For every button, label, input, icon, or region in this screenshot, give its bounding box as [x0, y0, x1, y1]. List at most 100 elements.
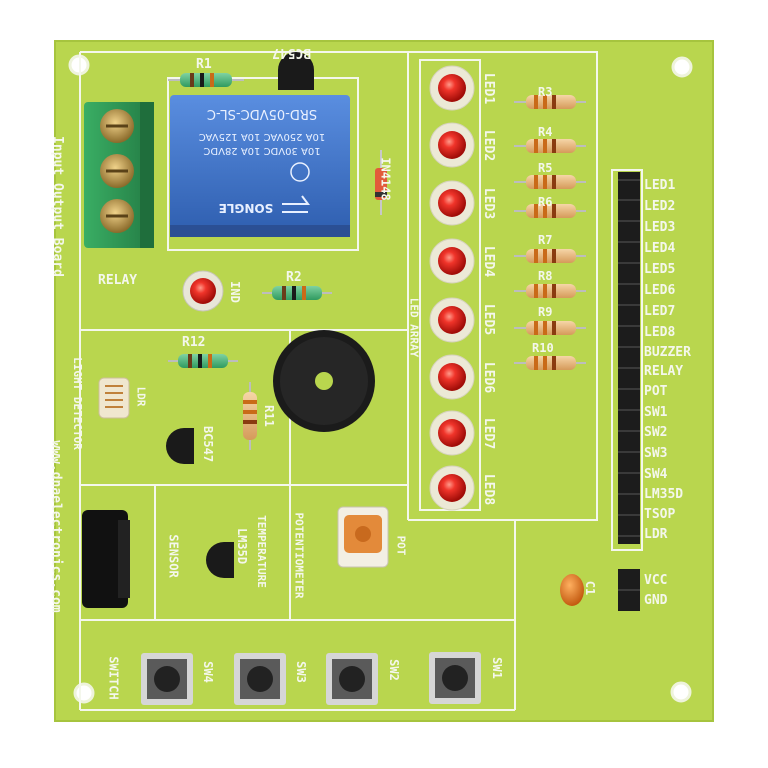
- label-r3: R3: [538, 85, 553, 99]
- label-r1: R1: [196, 57, 212, 72]
- header-label-ldr: LDR: [644, 527, 668, 542]
- header-label-pot: POT: [644, 384, 668, 399]
- header-label-led5: LED5: [644, 262, 676, 277]
- label-r11: R11: [261, 405, 276, 427]
- label-sw1: SW1: [489, 657, 504, 679]
- label-relay: RELAY: [98, 273, 138, 288]
- relay-indicator-led: [182, 270, 224, 312]
- relay-transistor: [278, 52, 314, 90]
- led-1: [429, 65, 475, 111]
- relay-rating-text-1: 10A 250VAC 10A 125VAC: [199, 131, 326, 142]
- diode: [375, 150, 387, 215]
- header-label-sw2: SW2: [644, 425, 668, 440]
- label-lm35d: LM35D: [235, 527, 250, 565]
- header-label-sw1: SW1: [644, 405, 668, 420]
- label-ind: IND: [227, 281, 242, 303]
- led-8: [429, 465, 475, 511]
- label-sensor: SENSOR: [166, 534, 181, 578]
- label-r7: R7: [538, 233, 553, 247]
- header-label-led6: LED6: [644, 283, 676, 298]
- resistor-r5: [514, 175, 586, 189]
- resistor-r8: [514, 284, 586, 298]
- label-c1: C1: [583, 580, 598, 596]
- ldr-transistor: [166, 428, 194, 464]
- header-label-relay: RELAY: [644, 364, 684, 379]
- relay-brand-text: SONGLE: [219, 201, 274, 215]
- board-website: www.dnaelectronics.com: [48, 440, 64, 613]
- ldr-sensor: [98, 377, 130, 419]
- power-header: [618, 569, 640, 611]
- label-r2: R2: [286, 270, 302, 285]
- header-label-led4: LED4: [644, 241, 676, 256]
- label-bc547-ldr: BC547: [201, 425, 216, 463]
- label-pot: POT: [394, 535, 408, 556]
- label-led6: LED6: [481, 361, 497, 394]
- label-led5: LED5: [481, 303, 497, 336]
- resistor-r9: [514, 321, 586, 335]
- label-potentiometer: POTENTIOMETER: [292, 512, 306, 599]
- resistor-r1: [168, 73, 244, 87]
- capacitor-c1: [560, 574, 584, 606]
- switch-sw2: [326, 653, 378, 705]
- relay-module: SRD-05VDC-SL-C 10A 250VAC 10A 125VAC 10A…: [170, 95, 350, 237]
- label-r4: R4: [538, 125, 553, 139]
- header-label-sw3: SW3: [644, 446, 668, 461]
- led-resistors: [514, 95, 586, 370]
- label-r10: R10: [532, 341, 554, 355]
- lm35-sensor: [206, 542, 234, 578]
- resistor-r2: [262, 286, 332, 300]
- label-led1: LED1: [481, 72, 497, 105]
- header-label-sw4: SW4: [644, 467, 668, 482]
- resistor-r7: [514, 249, 586, 263]
- led-2: [429, 122, 475, 168]
- header-label-led1: LED1: [644, 178, 676, 193]
- signal-header: [618, 172, 640, 544]
- header-label-led3: LED3: [644, 220, 676, 235]
- header-label-lm35d: LM35D: [644, 487, 684, 502]
- relay-rating-text-2: 10A 30VDC 10A 28VDC: [203, 145, 320, 156]
- tactile-switches: [141, 652, 481, 705]
- label-in4148: IN4148: [378, 157, 393, 201]
- header-label-led2: LED2: [644, 199, 676, 214]
- header-label-led8: LED8: [644, 325, 676, 340]
- resistor-r4: [514, 139, 586, 153]
- header-label-gnd: GND: [644, 593, 668, 608]
- buzzer: [273, 330, 375, 432]
- switch-sw1: [429, 652, 481, 704]
- led-4: [429, 238, 475, 284]
- resistor-r12: [168, 354, 238, 368]
- header-label-vcc: VCC: [644, 573, 668, 588]
- label-bc547-relay: BC547: [272, 45, 312, 60]
- relay-model-text: SRD-05VDC-SL-C: [207, 106, 317, 121]
- label-r6: R6: [538, 195, 553, 209]
- led-5: [429, 297, 475, 343]
- led-3: [429, 180, 475, 226]
- board-title: Input Output Board: [49, 136, 65, 277]
- header-label-led7: LED7: [644, 304, 676, 319]
- screw-terminal-block: [84, 102, 154, 248]
- label-temperature: TEMPERATURE: [254, 515, 268, 588]
- label-sw2: SW2: [386, 659, 401, 681]
- label-led7: LED7: [481, 417, 497, 450]
- label-ldr: LDR: [134, 386, 148, 407]
- header-label-tsop: TSOP: [644, 507, 676, 522]
- header-label-buzzer: BUZZER: [644, 345, 691, 360]
- label-led4: LED4: [481, 245, 497, 278]
- label-r9: R9: [538, 305, 553, 319]
- label-r8: R8: [538, 269, 553, 283]
- label-led8: LED8: [481, 473, 497, 506]
- label-sw4: SW4: [200, 661, 215, 683]
- tsop-receiver: [82, 510, 130, 608]
- label-light-detector: LIGHT DETECTOR: [70, 357, 84, 450]
- label-switch: SWITCH: [106, 656, 121, 700]
- label-sw3: SW3: [293, 661, 308, 683]
- label-r5: R5: [538, 161, 553, 175]
- switch-sw3: [234, 653, 286, 705]
- label-led-array: LED ARRAY: [407, 297, 421, 358]
- label-led2: LED2: [481, 129, 497, 162]
- led-array-leds: [429, 65, 475, 511]
- label-led3: LED3: [481, 187, 497, 220]
- resistor-r10: [514, 356, 586, 370]
- label-r12: R12: [182, 335, 206, 350]
